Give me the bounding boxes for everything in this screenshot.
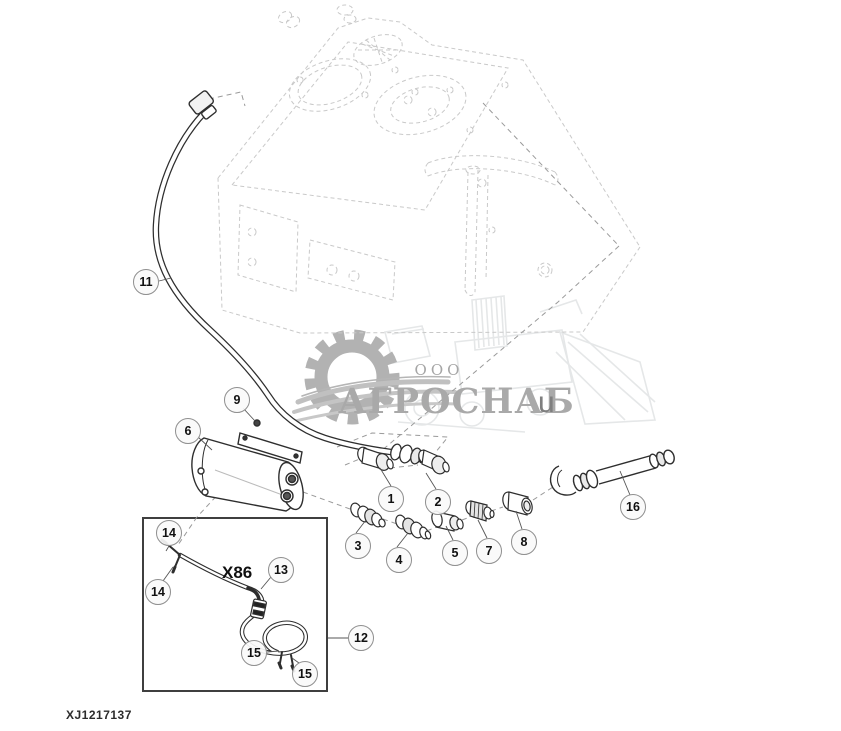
drawing-code: XJ1217137 — [66, 708, 132, 722]
callout-9[interactable]: 9 — [224, 387, 250, 413]
callout-16[interactable]: 16 — [620, 494, 646, 520]
watermark-org-name: АГРОСНАБ — [338, 381, 575, 422]
part-fitting-7 — [465, 500, 495, 522]
callout-13[interactable]: 13 — [268, 557, 294, 583]
part-pump-6 — [191, 419, 304, 512]
part-fitting-3 — [350, 502, 386, 528]
callout-8[interactable]: 8 — [511, 529, 537, 555]
callout-14a[interactable]: 14 — [156, 520, 182, 546]
connector-x86-label: X86 — [222, 563, 253, 582]
part-hose-11 — [152, 90, 428, 465]
callout-11[interactable]: 11 — [133, 269, 159, 295]
inset-detail-box — [142, 517, 328, 692]
callout-5[interactable]: 5 — [442, 540, 468, 566]
screw-9 — [253, 419, 261, 427]
inset-dashed-link — [177, 516, 198, 546]
dashed-leader-lines — [196, 91, 620, 532]
watermark-org-type: ООО — [414, 361, 464, 379]
callout-2[interactable]: 2 — [425, 489, 451, 515]
part-tube-16 — [549, 449, 675, 496]
callout-15b[interactable]: 15 — [292, 661, 318, 687]
watermark-stray-letter: u — [538, 386, 555, 419]
callout-7[interactable]: 7 — [476, 538, 502, 564]
callout-1[interactable]: 1 — [378, 486, 404, 512]
callout-6[interactable]: 6 — [175, 418, 201, 444]
part-fitting-4 — [395, 514, 432, 540]
callout-leader-lines — [158, 277, 631, 664]
hydraulic-tank-ghost — [217, 4, 641, 334]
callout-12[interactable]: 12 — [348, 625, 374, 651]
watermark-gear-icon — [304, 329, 400, 425]
connector-13 — [246, 586, 267, 620]
callout-15a[interactable]: 15 — [241, 640, 267, 666]
part-elbow-fitting-1 — [357, 446, 394, 471]
callout-3[interactable]: 3 — [345, 533, 371, 559]
callout-14b[interactable]: 14 — [145, 579, 171, 605]
part-fitting-5 — [431, 510, 464, 532]
watermark-combine-icon — [384, 295, 657, 433]
part-cap-8 — [502, 491, 533, 516]
part-elbow-fitting-2 — [418, 449, 450, 475]
watermark-swoosh — [289, 375, 460, 424]
callout-4[interactable]: 4 — [386, 547, 412, 573]
